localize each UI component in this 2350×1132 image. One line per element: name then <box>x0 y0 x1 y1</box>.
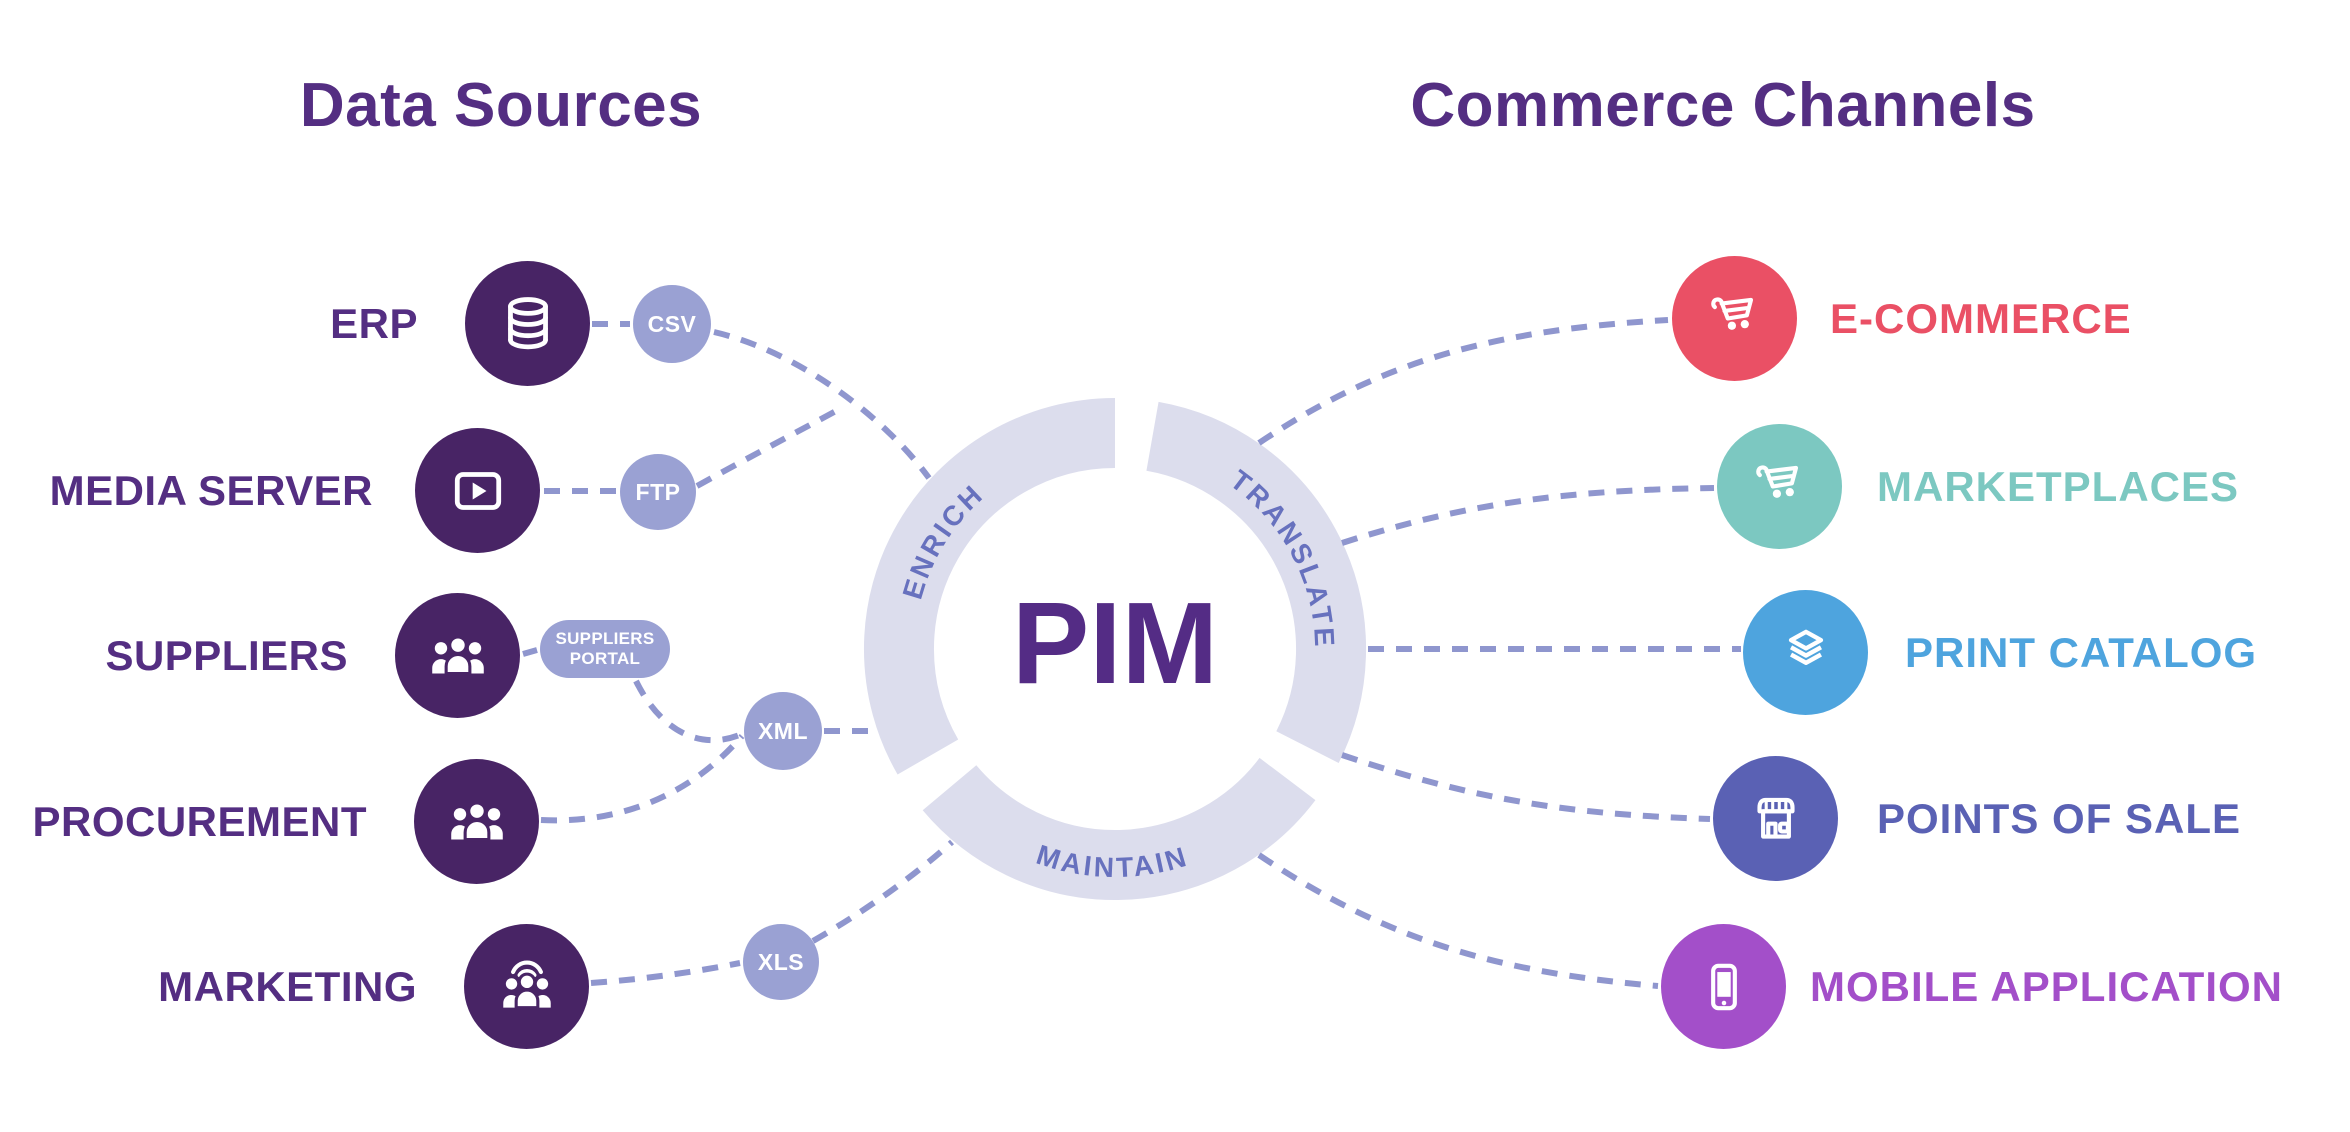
marketing-source <box>464 924 589 1049</box>
connector-ftp-to-hub <box>695 408 838 489</box>
ecommerce-channel <box>1672 256 1797 381</box>
ring-arc-maintain <box>922 757 1316 900</box>
connector-suppliers-to-portal <box>522 647 538 657</box>
ftp-node: FTP <box>620 454 696 530</box>
suppliers-portal-node: SUPPLIERS PORTAL <box>540 620 670 678</box>
xls-node: XLS <box>743 924 819 1000</box>
procurement-source <box>414 759 539 884</box>
connector-procurement-to-xml <box>540 734 745 824</box>
connector-hub-to-mobile <box>1257 852 1659 989</box>
database-icon <box>494 290 562 358</box>
people-broadcast-icon <box>494 954 560 1020</box>
ring-arc-enrich <box>863 398 1116 775</box>
pim-hub-label: PIM <box>1011 578 1219 708</box>
points-of-sale-channel <box>1713 756 1838 881</box>
connector-marketing-to-xls <box>590 960 741 986</box>
connector-hub-to-pointsofsale <box>1341 752 1711 822</box>
print-catalog-channel <box>1743 590 1868 715</box>
layers-icon <box>1773 620 1839 686</box>
connector-hub-to-ecommerce <box>1257 317 1669 446</box>
channel-label-points-of-sale: POINTS OF SALE <box>1877 795 2242 842</box>
people-group-icon <box>425 623 491 689</box>
channel-label-mobile-application: MOBILE APPLICATION <box>1810 963 2283 1010</box>
source-label-marketing: MARKETING <box>158 963 417 1010</box>
marketplaces-channel <box>1717 424 1842 549</box>
video-player-icon <box>444 457 512 525</box>
shopping-cart-icon <box>1747 454 1813 520</box>
connector-portal-to-xml <box>633 679 744 744</box>
shopping-cart-icon <box>1702 286 1768 352</box>
source-label-erp: ERP <box>330 300 418 347</box>
commerce-channels-title: Commerce Channels <box>1410 71 2036 140</box>
suppliers-source <box>395 593 520 718</box>
people-group-icon <box>444 789 510 855</box>
connector-hub-to-marketplaces <box>1341 485 1715 546</box>
connector-xls-to-hub <box>811 839 955 944</box>
smartphone-icon <box>1691 954 1757 1020</box>
media-server-source <box>415 428 540 553</box>
connector-csv-to-hub <box>713 329 932 480</box>
storefront-icon <box>1743 786 1809 852</box>
xml-node: XML <box>744 692 822 770</box>
source-label-suppliers: SUPPLIERS <box>105 632 348 679</box>
ring-arc-translate <box>1145 401 1367 763</box>
channel-label-marketplaces: MARKETPLACES <box>1877 463 2240 510</box>
pim-ring <box>863 398 1367 900</box>
erp-source <box>465 261 590 386</box>
channel-label-print-catalog: PRINT CATALOG <box>1905 629 2258 676</box>
channel-label-ecommerce: E-COMMERCE <box>1830 295 2132 342</box>
data-sources-title: Data Sources <box>299 71 703 140</box>
csv-node: CSV <box>633 285 711 363</box>
source-label-procurement: PROCUREMENT <box>32 798 367 845</box>
mobile-application-channel <box>1661 924 1786 1049</box>
source-label-media-server: MEDIA SERVER <box>49 467 373 514</box>
